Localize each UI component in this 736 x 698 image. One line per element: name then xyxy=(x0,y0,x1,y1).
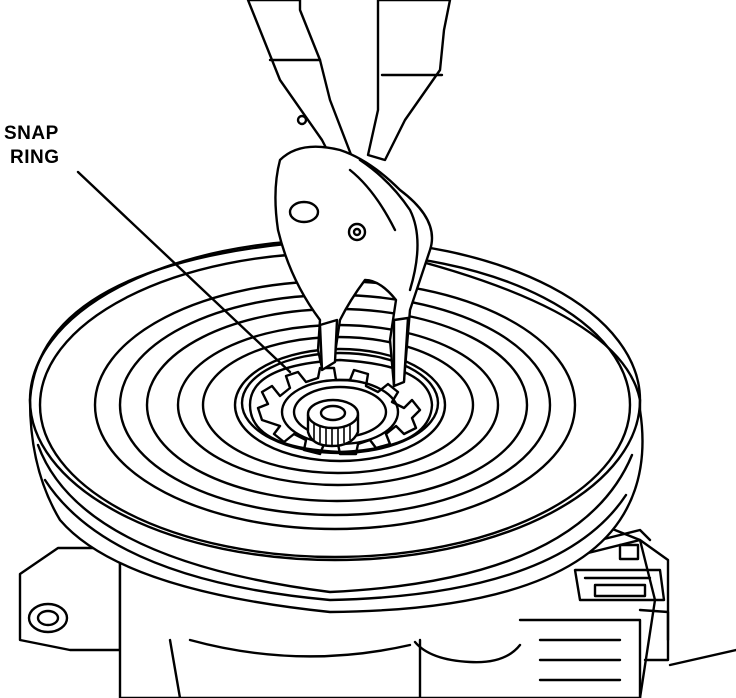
callout-label-line2: RING xyxy=(10,147,60,168)
snap-ring-leader-line xyxy=(76,170,292,374)
callout-label-line1: SNAP xyxy=(4,123,59,144)
snap-ring-pliers xyxy=(246,0,452,388)
shaft-nut xyxy=(306,398,360,448)
